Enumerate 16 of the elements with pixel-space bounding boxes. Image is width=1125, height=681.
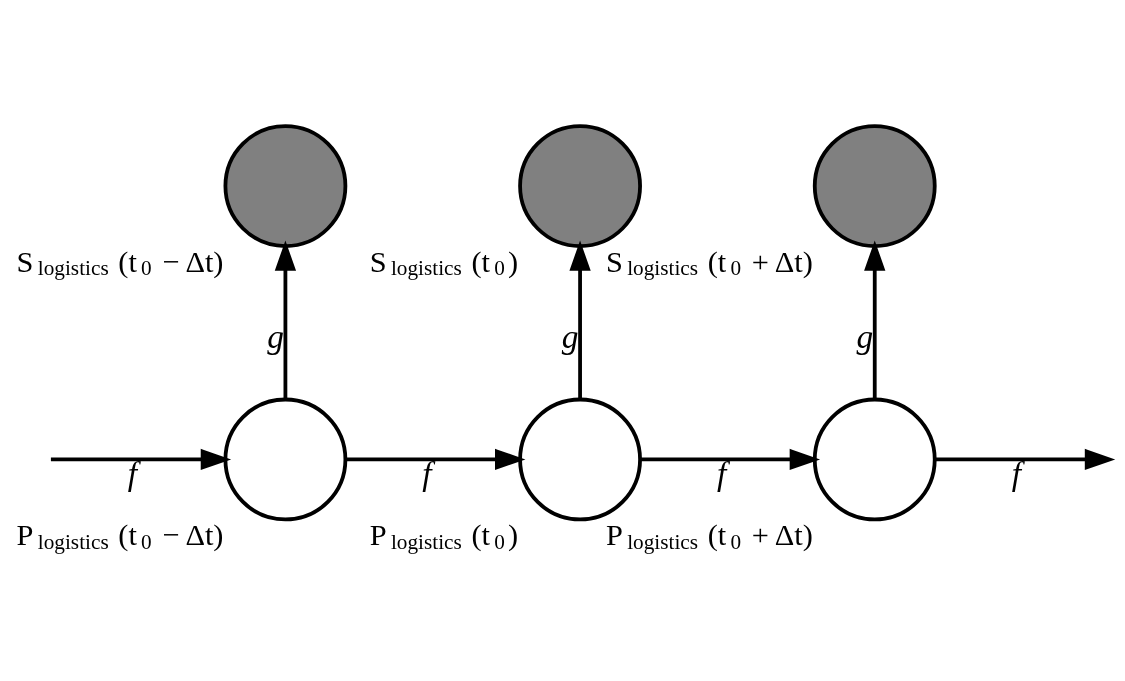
node-circle — [223, 123, 348, 248]
node-circle — [518, 397, 642, 521]
node-circle — [812, 123, 937, 248]
node-circle — [812, 397, 937, 521]
arrow — [345, 448, 526, 470]
arrow — [50, 448, 232, 470]
edge-label: g — [856, 317, 874, 355]
edge-label: g — [561, 317, 579, 355]
edge-label: g — [267, 317, 284, 355]
arrow — [935, 448, 1116, 470]
arrow — [864, 239, 886, 399]
arrow — [640, 448, 821, 470]
node-circle — [223, 397, 348, 521]
arrow — [274, 239, 297, 399]
arrow — [569, 239, 591, 399]
node-circle — [518, 123, 642, 248]
